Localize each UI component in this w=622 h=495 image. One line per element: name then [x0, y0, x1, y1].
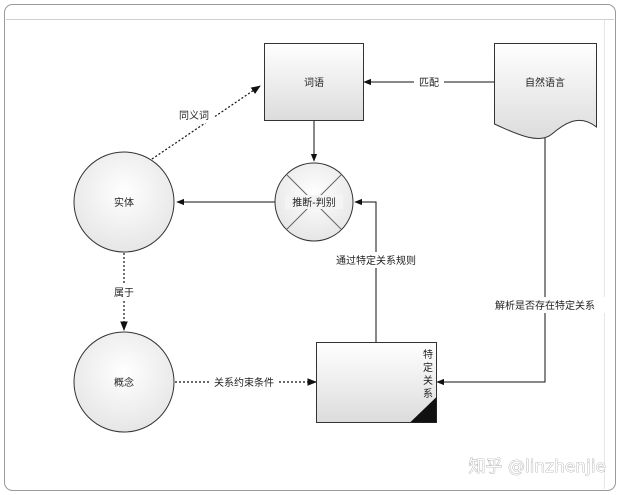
edge-yueshu-label-bg [209, 374, 279, 390]
node-ziranyuyan [494, 43, 597, 140]
edge-shuyu-label-bg [110, 284, 138, 300]
edge-yueshu-label: 关系约束条件 [214, 376, 274, 389]
node-ciyu-label: 词语 [304, 77, 324, 89]
edge-pipei-label-bg [414, 74, 444, 90]
edge-jiexi [436, 133, 546, 386]
node-ciyu [264, 43, 364, 121]
edge-shuyu-label: 属于 [114, 287, 134, 299]
edge-tongyici-label-bg [174, 107, 214, 123]
node-shiti [73, 151, 175, 253]
node-shiti-label: 实体 [114, 196, 134, 209]
node-tuiduan-label: 推断-判别 [292, 196, 336, 209]
node-guanxi-char-1: 特 [423, 349, 433, 361]
edge-guize [354, 198, 377, 342]
node-guanxi-char-2: 定 [423, 361, 433, 374]
edge-guize-label: 通过特定关系规则 [336, 254, 416, 267]
edge-guize-label-bg [328, 252, 424, 268]
node-gainian [73, 331, 175, 433]
node-tuiduan [274, 162, 354, 242]
node-gainian-label: 概念 [114, 376, 134, 389]
node-ziranyuyan-label: 自然语言 [525, 76, 565, 89]
node-guanxi-char-3: 关 [423, 374, 433, 387]
watermark: 知乎 @linzhenjie [469, 457, 606, 477]
node-guanxi-char-4: 系 [423, 388, 433, 400]
node-guanxi [316, 342, 437, 423]
edge-jiexi-label: 解析是否存在特定关系 [495, 299, 595, 312]
edge-jiexi-label-bg [483, 297, 607, 313]
edge-tongyici-label: 同义词 [179, 110, 209, 122]
edge-pipei-label: 匹配 [419, 77, 439, 89]
